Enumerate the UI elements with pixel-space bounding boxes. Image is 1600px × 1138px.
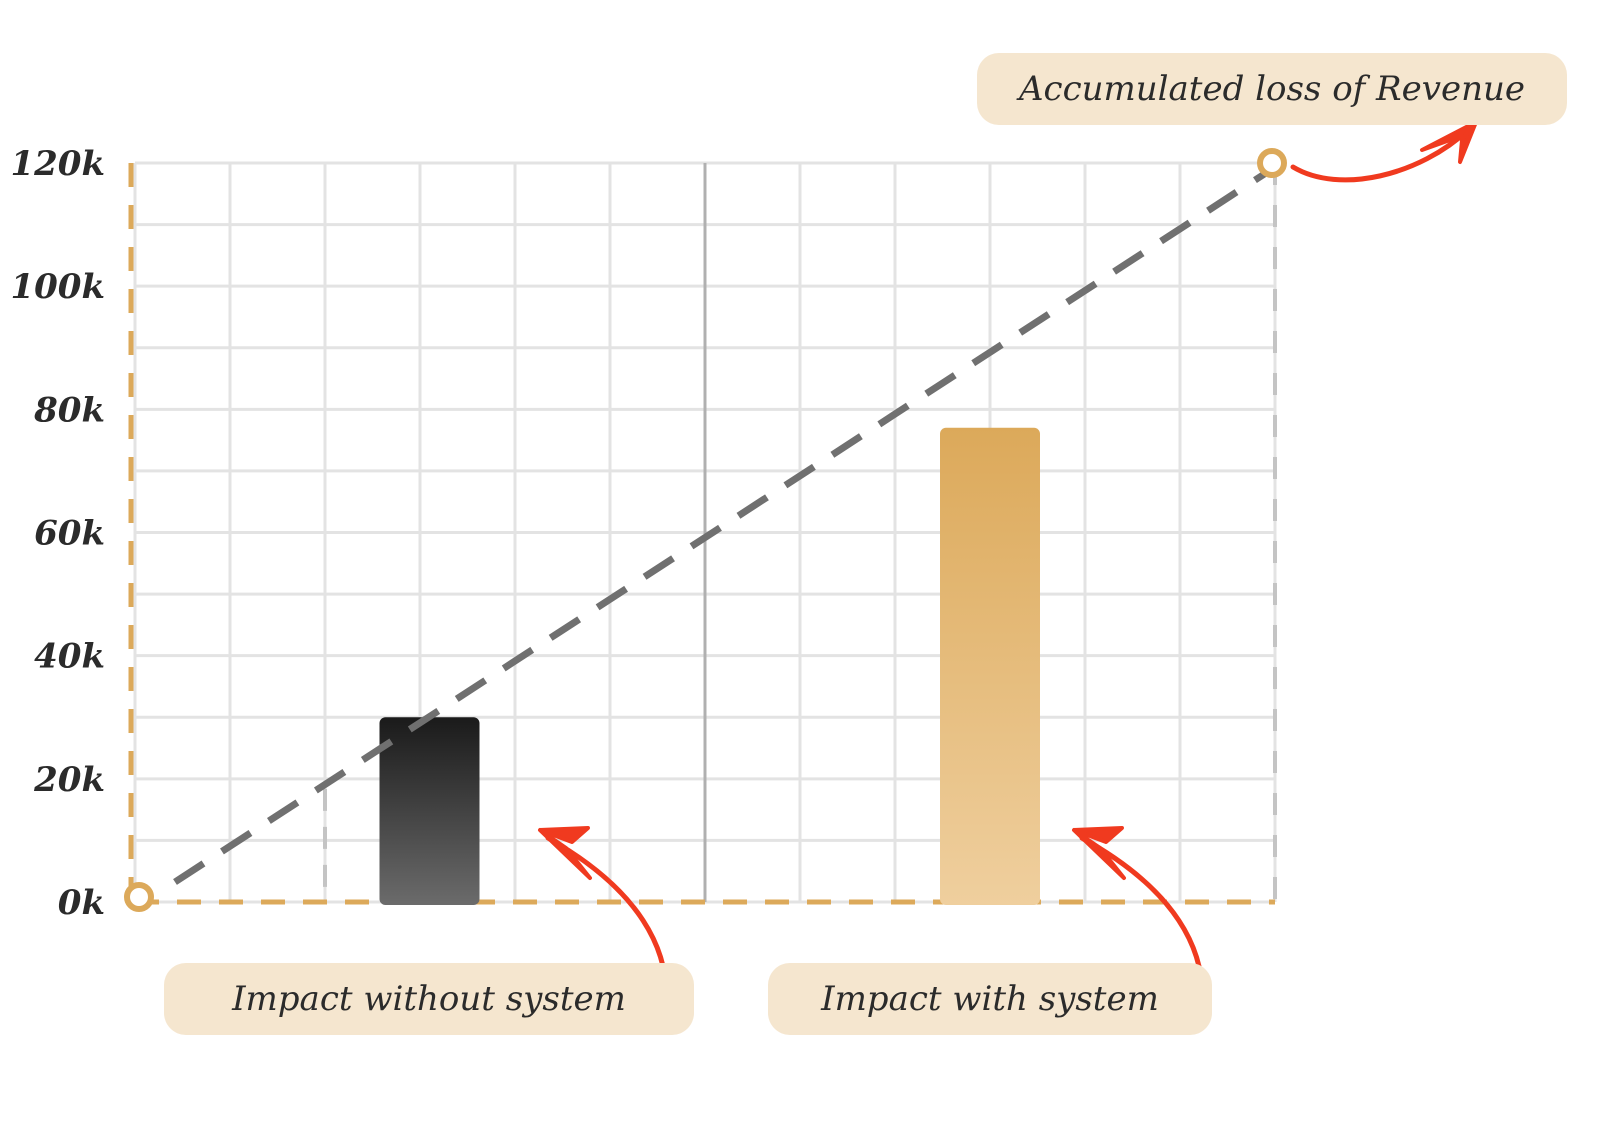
y-tick-labels: 0k 20k 40k 60k 80k 100k 120k [10,144,105,923]
y-tick-label: 80k [33,390,105,430]
arrow-to-revenue-label [1290,127,1471,183]
y-tick-label: 40k [34,637,105,677]
reference-line-dashed [173,168,1271,885]
y-tick-label: 60k [34,514,105,554]
reference-line [124,148,1287,912]
arrow-head-without-system [538,826,592,880]
reference-line-start-point [124,882,154,912]
annotation-without-system: Impact without system [164,963,694,1035]
grid [133,161,1277,904]
annotation-arrows [538,120,1478,1008]
reference-line-end-point [1257,148,1287,178]
annotation-with-system: Impact with system [768,963,1212,1035]
annotation-accumulated-loss: Accumulated loss of Revenue [977,53,1567,125]
y-tick-label: 0k [58,883,105,923]
bar-with-system [940,427,1040,905]
bars [379,427,1040,905]
arrow-head-with-system [1072,826,1126,880]
arrow-head-revenue-label [1420,120,1478,164]
y-tick-label: 100k [10,267,105,307]
axes [128,163,1277,905]
bar-without-system [379,717,480,905]
y-tick-label: 20k [33,760,105,800]
y-tick-label: 120k [10,144,105,184]
